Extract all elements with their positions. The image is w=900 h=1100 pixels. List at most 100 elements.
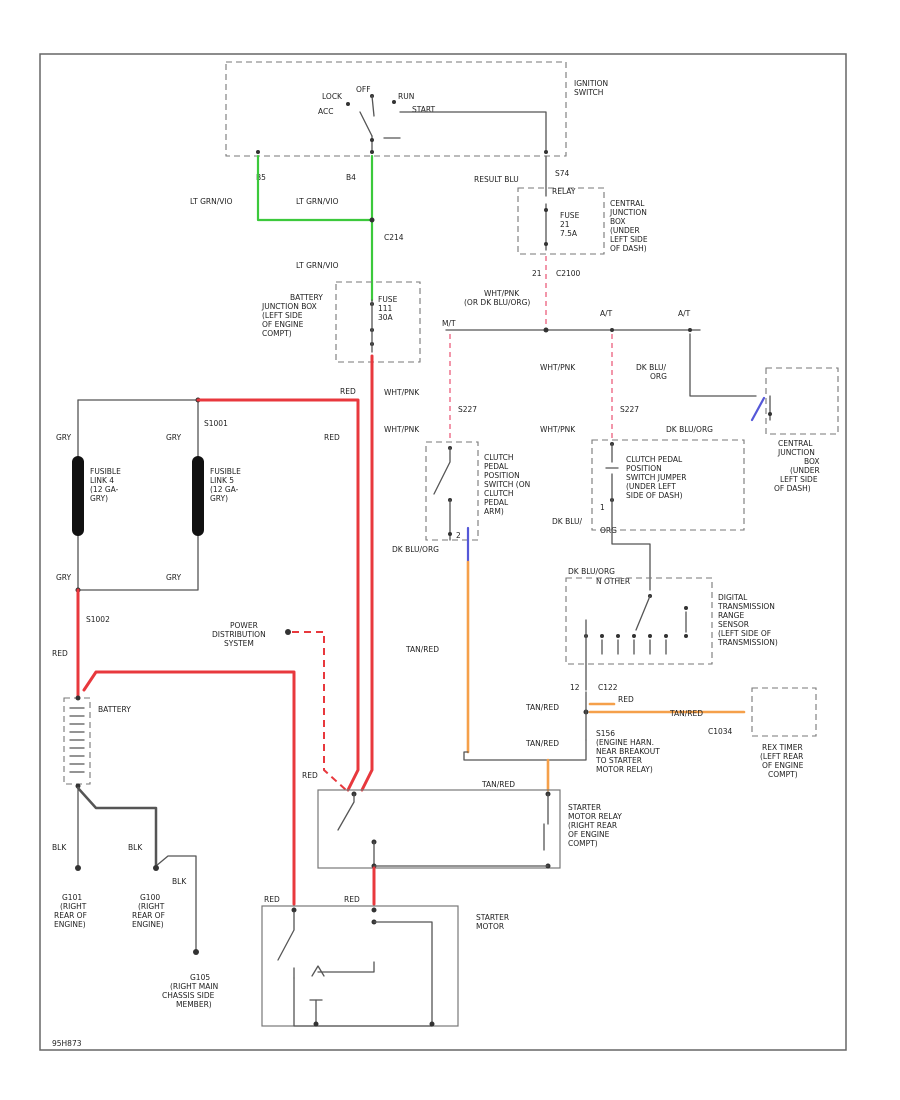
- wire-dkbluorg-label-3: DK BLU/ORG: [392, 545, 439, 554]
- wire-dk-blu-org-right: [750, 396, 766, 422]
- wire-blk-label-2: BLK: [128, 843, 143, 852]
- wire-dkblu-org-label: DK BLU/ORG: [552, 517, 617, 535]
- wire-red-battery-starter: [82, 670, 296, 906]
- wire-resultblu-label: RESULT BLU: [474, 175, 519, 184]
- wire-gry-label-4: GRY: [166, 573, 182, 582]
- wire-blk-g105: [155, 855, 197, 951]
- fusible-link-5: [192, 456, 204, 536]
- cjb-top-box: [517, 187, 605, 255]
- ign-off-label: OFF: [356, 85, 371, 94]
- wire-blk-label-3: BLK: [172, 877, 187, 886]
- ign-lock-label: LOCK: [322, 92, 343, 101]
- pin-b5-label: B5: [256, 173, 266, 182]
- cjb-right-box: [765, 367, 839, 435]
- wire-red-main: [360, 398, 374, 792]
- wire-tanred-label-4: TAN/RED: [525, 739, 559, 748]
- label-neutral: N OTHER: [596, 577, 630, 586]
- wire-tanred-label-1: TAN/RED: [405, 645, 439, 654]
- conn-s227b-label: S227: [620, 405, 639, 414]
- dtr-box: [565, 577, 713, 665]
- pin-s74-label: S74: [555, 169, 570, 178]
- battery-cells: [69, 695, 85, 789]
- conn-c2100-label: C2100: [556, 269, 581, 278]
- label-at-2: A/T: [678, 309, 691, 318]
- wire-ltgrn-label-3: LT GRN/VIO: [296, 261, 339, 270]
- conn-s1001-label: S1001: [204, 419, 228, 428]
- conn-c122-label: C122: [598, 683, 618, 692]
- wire-gry-label-1: GRY: [56, 433, 72, 442]
- pin-12-label: 12: [570, 683, 580, 692]
- clutch-jumper-box: [591, 439, 745, 531]
- starter-motor-internals: [277, 907, 435, 1027]
- clutch-switch-contacts: [433, 446, 452, 541]
- ign-acc-label: ACC: [318, 107, 333, 116]
- dtr-contacts: [584, 594, 688, 691]
- wire-red-label-1: RED: [340, 387, 356, 396]
- wire-lt-grn-vio-b5: [256, 154, 374, 222]
- wire-red-label-4: RED: [302, 771, 318, 780]
- pin-1-label: 1: [600, 503, 605, 512]
- conn-c1034-label: C1034: [708, 727, 733, 736]
- starter-relay-contacts: [337, 791, 551, 869]
- wire-ltgrn-label-1: LT GRN/VIO: [190, 197, 233, 206]
- wire-red-label-3: RED: [52, 649, 68, 658]
- wire-red-dtr-label: RED: [618, 695, 634, 704]
- conn-s1002-label: S1002: [86, 615, 110, 624]
- wire-blk-g100: [76, 786, 158, 868]
- wire-red-label-2: RED: [324, 433, 340, 442]
- bjb-box: [335, 281, 421, 363]
- wire-whtpnk-label-4: WHT/PNK: [384, 425, 420, 434]
- starter-relay-box: [317, 789, 561, 869]
- starter-motor-box: [261, 905, 459, 1027]
- wire-whtpnk-label-1: WHT/PNK(OR DK BLU/ORG): [464, 289, 530, 307]
- label-mt: M/T: [442, 319, 456, 328]
- battery-box: [63, 697, 91, 785]
- wire-red-label-5: RED: [264, 895, 280, 904]
- conn-s227a-label: S227: [458, 405, 477, 414]
- wire-tanred-label-2: TAN/RED: [525, 703, 559, 712]
- pin-21-label: 21: [532, 269, 542, 278]
- fuse-relay-label: RELAY: [552, 187, 576, 196]
- clutch-switch-box: [425, 441, 479, 541]
- wire-gry-label-3: GRY: [56, 573, 72, 582]
- ignition-switch-contacts: [256, 94, 548, 154]
- rex-timer-box: [751, 687, 817, 737]
- wire-dkbluorg-label-2: DK BLU/ORG: [666, 425, 713, 434]
- label-at-1: A/T: [600, 309, 613, 318]
- wire-red-fusible-feed: [196, 398, 360, 792]
- wire-red-label-6: RED: [344, 895, 360, 904]
- wire-dkbluorg-label-1: DK BLU/ORG: [636, 363, 667, 381]
- wire-gry-label-2: GRY: [166, 433, 182, 442]
- conn-c214-label: C214: [384, 233, 404, 242]
- pin-2-label: 2: [456, 531, 461, 540]
- diagram-border: [39, 53, 847, 1051]
- ignition-switch-box: [225, 61, 567, 157]
- wire-tanred-label-3: TAN/RED: [669, 709, 703, 718]
- wire-whtpnk-label-5: WHT/PNK: [540, 425, 576, 434]
- ign-run-label: RUN: [398, 92, 414, 101]
- pin-b4-label: B4: [346, 173, 356, 182]
- wire-tanred-label-5: TAN/RED: [481, 780, 515, 789]
- fusible-link-4: [72, 456, 84, 536]
- wire-blk-label-1: BLK: [52, 843, 67, 852]
- wire-dkbluorg-label-4: DK BLU/ORG: [568, 567, 615, 576]
- wire-ltgrn-label-2: LT GRN/VIO: [296, 197, 339, 206]
- battery-label: BATTERY: [98, 705, 131, 714]
